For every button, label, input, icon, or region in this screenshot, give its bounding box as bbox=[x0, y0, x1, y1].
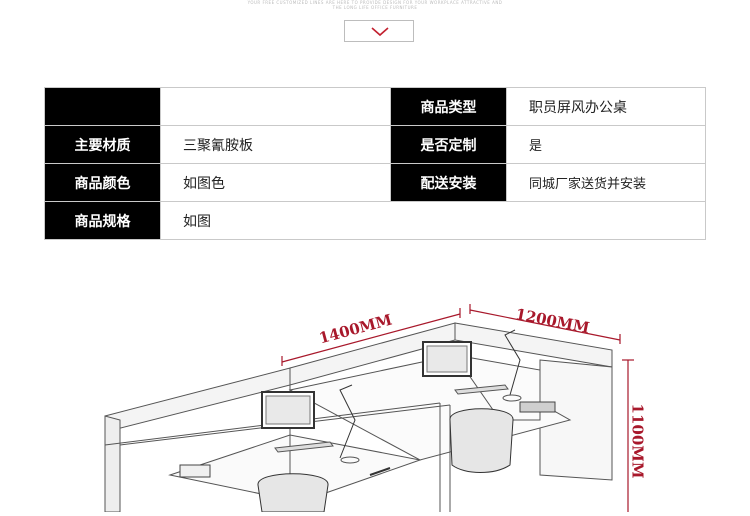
spec-label-color: 商品颜色 bbox=[44, 163, 161, 202]
tagline-line-1: YOUR FREE CUSTOMIZED LINES ARE HERE TO P… bbox=[247, 0, 503, 5]
table-row: 主要材质 三聚氰胺板 是否定制 是 bbox=[44, 125, 706, 164]
spec-value bbox=[160, 87, 391, 126]
spec-label bbox=[44, 87, 161, 126]
spec-value-type: 职员屏风办公桌 bbox=[506, 87, 706, 126]
tagline-line-2: THE LONG LIFE OFFICE FURNITURE bbox=[332, 5, 418, 10]
spec-value-color: 如图色 bbox=[160, 163, 391, 202]
scroll-down-button[interactable] bbox=[344, 20, 414, 42]
workstation-drawing bbox=[104, 304, 634, 513]
chevron-down-icon bbox=[371, 27, 389, 37]
spec-label-custom: 是否定制 bbox=[390, 125, 507, 164]
spec-label-material: 主要材质 bbox=[44, 125, 161, 164]
spec-label-delivery: 配送安装 bbox=[390, 163, 507, 202]
tagline-text: YOUR FREE CUSTOMIZED LINES ARE HERE TO P… bbox=[0, 0, 750, 10]
table-row: 商品类型 职员屏风办公桌 bbox=[44, 87, 706, 126]
spec-label-size: 商品规格 bbox=[44, 201, 161, 240]
table-row: 商品颜色 如图色 配送安装 同城厂家送货并安装 bbox=[44, 163, 706, 202]
dimension-height-1100: 1100MM bbox=[628, 403, 647, 479]
desk-illustration: 1400MM 1200MM 1100MM bbox=[0, 270, 750, 513]
spec-value-size: 如图 bbox=[160, 201, 706, 240]
spec-table: 商品类型 职员屏风办公桌 主要材质 三聚氰胺板 是否定制 是 商品颜色 如图色 … bbox=[44, 87, 706, 240]
spec-value-delivery: 同城厂家送货并安装 bbox=[506, 163, 706, 202]
spec-value-material: 三聚氰胺板 bbox=[160, 125, 391, 164]
spec-label-type: 商品类型 bbox=[390, 87, 507, 126]
top-banner: YOUR FREE CUSTOMIZED LINES ARE HERE TO P… bbox=[0, 0, 750, 70]
spec-value-custom: 是 bbox=[506, 125, 706, 164]
table-row: 商品规格 如图 bbox=[44, 201, 706, 240]
